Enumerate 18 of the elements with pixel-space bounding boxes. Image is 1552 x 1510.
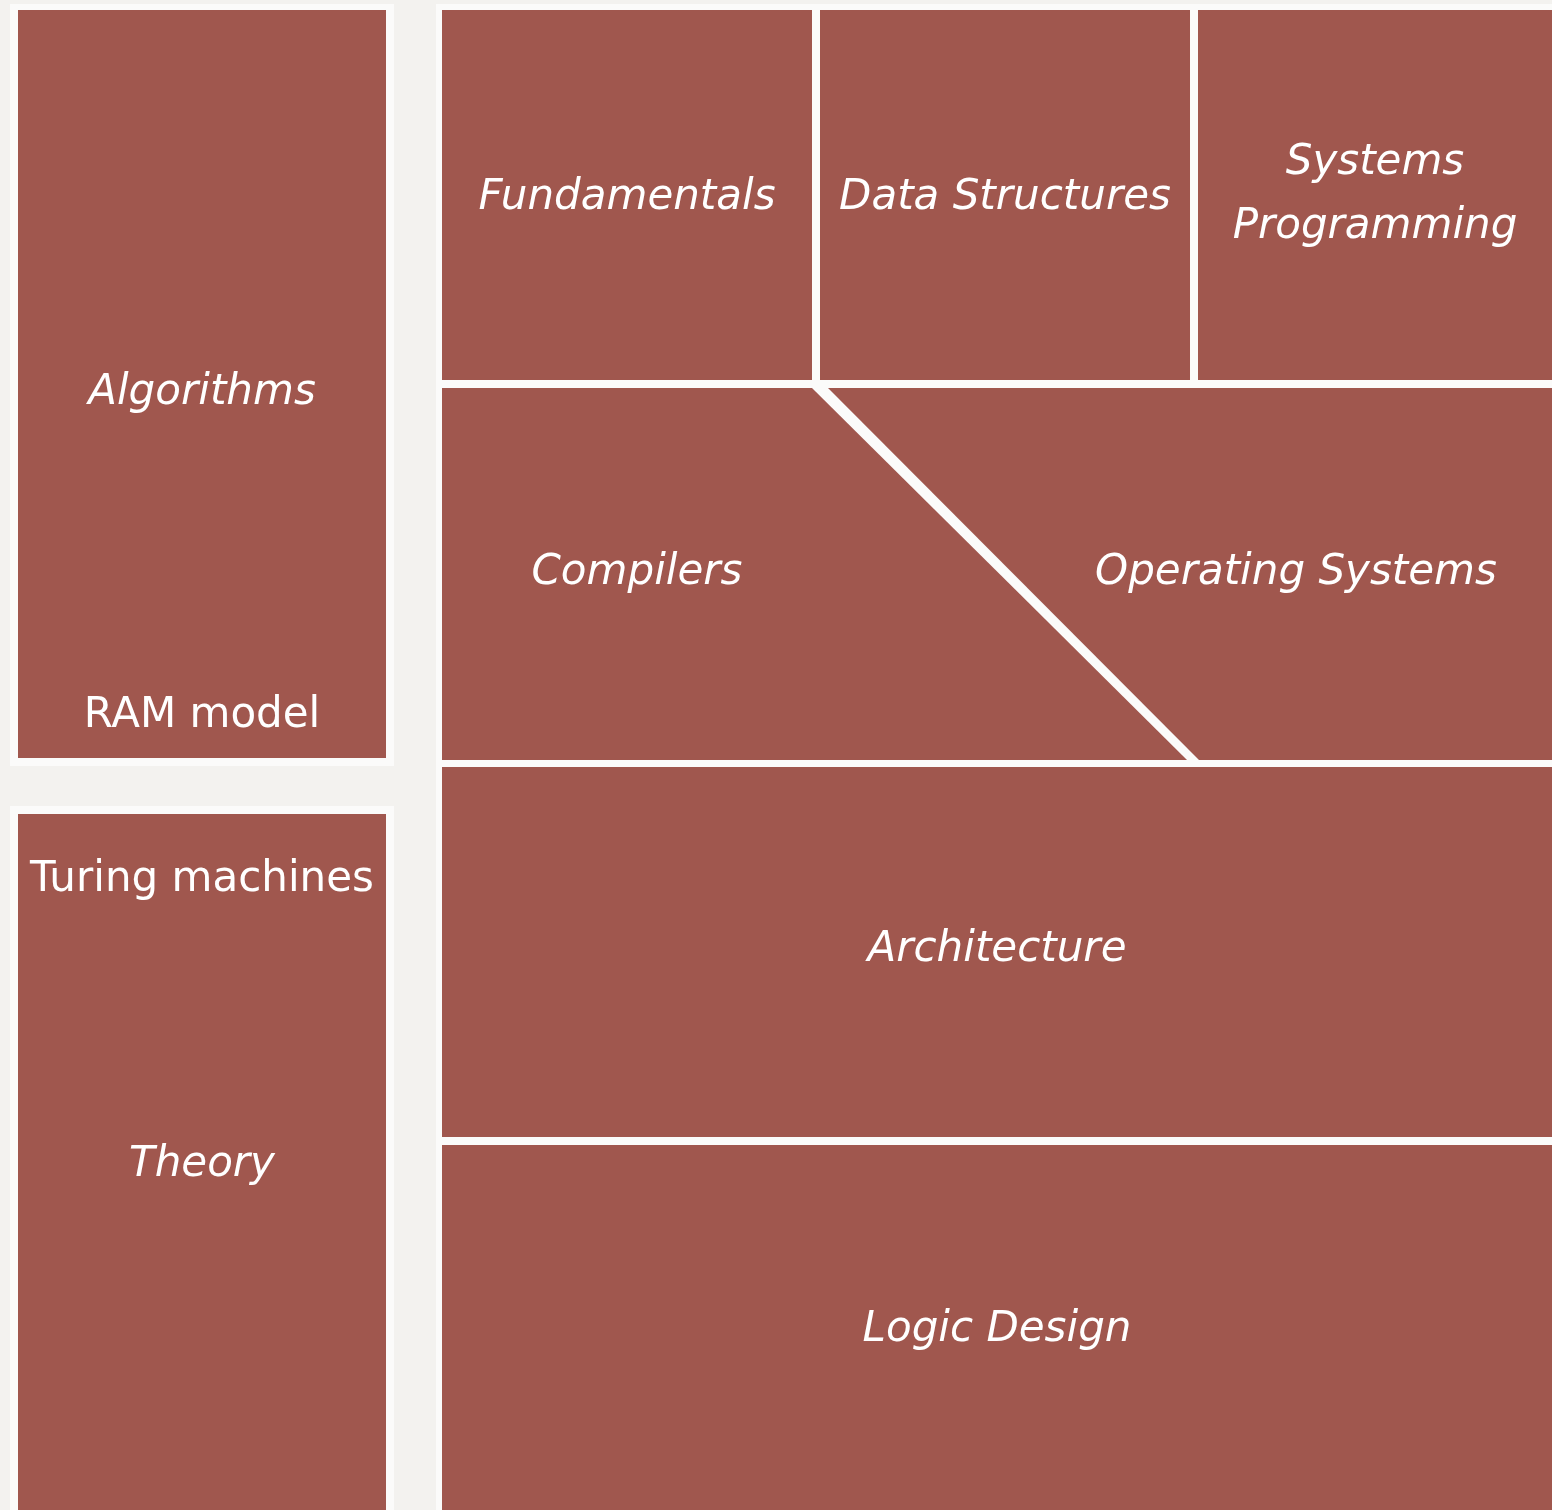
topic-block (820, 10, 1190, 380)
topic-block (442, 1145, 1552, 1510)
topic-label: RAM model (83, 688, 321, 737)
topic-block (442, 767, 1552, 1137)
topic-label: Architecture (867, 922, 1127, 971)
topic-label: Fundamentals (478, 170, 776, 219)
topic-block (18, 814, 386, 1510)
topic-label: Compilers (531, 545, 743, 594)
topic-block (442, 10, 812, 380)
topic-block (18, 10, 386, 758)
topic-label: Logic Design (862, 1302, 1132, 1351)
topic-block (1198, 10, 1552, 380)
topic-label: Operating Systems (1095, 545, 1497, 594)
topic-label: Theory (129, 1137, 275, 1186)
topic-label: Algorithms (88, 365, 316, 414)
topic-label: Systems Programming (1232, 135, 1518, 248)
topic-label: Turing machines (30, 852, 374, 901)
topic-label: Data Structures (839, 170, 1171, 219)
